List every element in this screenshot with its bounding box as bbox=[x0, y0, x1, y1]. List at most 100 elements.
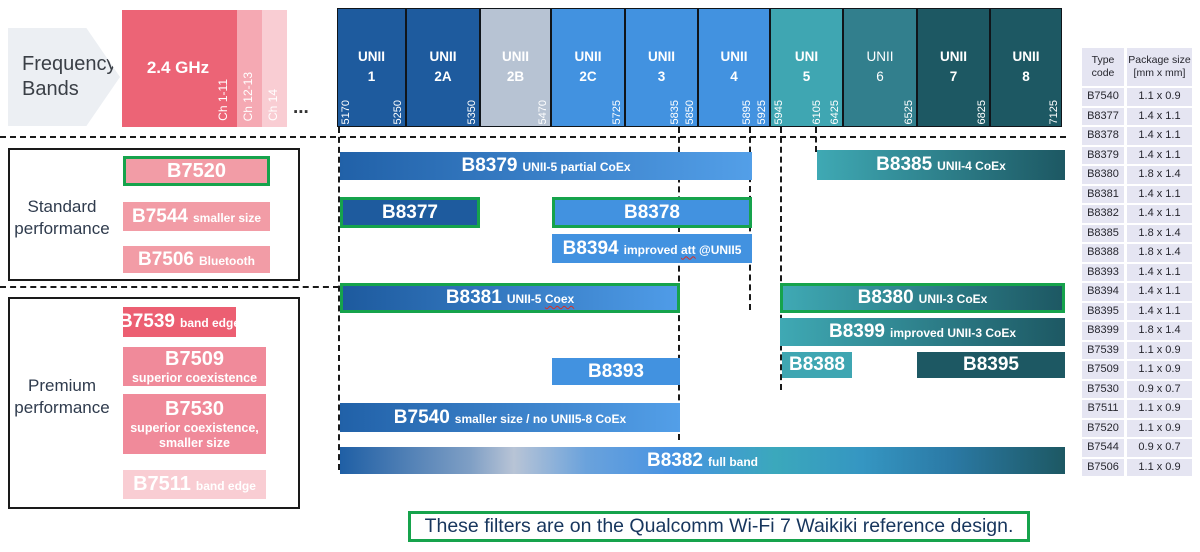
label-line: performance bbox=[14, 219, 110, 239]
type-code: B8395 bbox=[1082, 302, 1124, 320]
type-code: B7511 bbox=[1082, 400, 1124, 418]
filter-bar-b8393: B8393 bbox=[552, 358, 680, 385]
type-code: B8378 bbox=[1082, 127, 1124, 145]
note-part: UNII-5 bbox=[506, 292, 545, 306]
filter-name: B7544 bbox=[131, 205, 188, 227]
band-2-4ghz: 2.4 GHz Ch 1-11 Ch 12-13 Ch 14 bbox=[122, 10, 287, 127]
note-part: @UNII5 bbox=[695, 242, 742, 257]
filter-bar-b8395: B8395 bbox=[917, 352, 1065, 378]
type-code: B8388 bbox=[1082, 244, 1124, 262]
filter-name: B8393 bbox=[588, 360, 644, 382]
filter-note: band edge bbox=[195, 479, 256, 493]
filter-bar-b8379: B8379 UNII-5 partial CoEx bbox=[340, 152, 752, 180]
note-part-misspelled: Coex bbox=[544, 292, 575, 306]
band-name: UNII bbox=[720, 49, 748, 64]
type-code: B7544 bbox=[1082, 439, 1124, 457]
band-number: 5 bbox=[802, 69, 811, 85]
filter-name: B8382 bbox=[647, 449, 703, 471]
header-line: Type bbox=[1091, 53, 1115, 66]
type-code: B7509 bbox=[1082, 361, 1124, 379]
band-unii-1: UNII 1 5170 5250 bbox=[337, 8, 406, 127]
freq-label: 5250 bbox=[392, 99, 404, 124]
filter-note: UNII-4 CoEx bbox=[937, 159, 1006, 173]
package-size: 1.4 x 1.1 bbox=[1127, 263, 1192, 281]
header-line: code bbox=[1091, 67, 1115, 79]
filter-bar-b8382: B8382 full band bbox=[340, 447, 1065, 474]
filter-note: smaller size / no UNII5-8 CoEx bbox=[454, 411, 627, 426]
header-package-size: Package size[mm x mm] bbox=[1127, 48, 1192, 86]
label-line: performance bbox=[14, 398, 110, 418]
freq-label: 6105 bbox=[811, 99, 823, 124]
label-line: Premium bbox=[27, 376, 96, 395]
type-code: B8394 bbox=[1082, 283, 1124, 301]
package-size: 1.4 x 1.1 bbox=[1127, 205, 1192, 223]
freq-label: 5945 bbox=[773, 99, 785, 124]
band-name: UNII bbox=[866, 49, 894, 64]
package-size: 1.1 x 0.9 bbox=[1127, 419, 1192, 437]
package-size: 1.1 x 0.9 bbox=[1127, 88, 1192, 106]
note-part-misspelled: att bbox=[680, 242, 696, 257]
freq-label: 6425 bbox=[829, 99, 841, 124]
band-name: UNII bbox=[940, 49, 967, 64]
channel-1-11-label: Ch 1-11 bbox=[216, 79, 230, 121]
frequency-bands-label: Frequency Bands bbox=[22, 53, 117, 100]
filter-note: full band bbox=[708, 454, 758, 469]
filter-name: B7540 bbox=[393, 406, 450, 428]
freq-label: 6825 bbox=[976, 99, 988, 124]
filter-name: B7506 bbox=[138, 248, 194, 270]
dashed-guide-5170 bbox=[338, 127, 340, 470]
filter-note: UNII-5 partial CoEx bbox=[522, 160, 631, 174]
filter-name: B8385 bbox=[876, 154, 933, 175]
filter-name: B8378 bbox=[624, 201, 680, 223]
header-line: [mm x mm] bbox=[1133, 67, 1186, 79]
type-code: B7530 bbox=[1082, 380, 1124, 398]
filter-name: B7509 bbox=[165, 347, 224, 370]
band-number: 2B bbox=[506, 69, 525, 85]
dashed-separator-top bbox=[0, 136, 1066, 138]
filter-note: UNII-5 Coex bbox=[507, 292, 574, 306]
type-code: B8393 bbox=[1082, 263, 1124, 281]
band-2-4ghz-label: 2.4 GHz bbox=[146, 58, 210, 77]
filter-name: B8394 bbox=[562, 237, 619, 259]
package-size: 1.4 x 1.1 bbox=[1127, 146, 1192, 164]
freq-label: 5850 bbox=[684, 99, 696, 124]
freq-label: 5725 bbox=[611, 99, 623, 124]
band-2-4ghz-ch12-13-segment bbox=[237, 10, 262, 127]
band-number: 6 bbox=[876, 69, 884, 85]
band-name: UNII bbox=[502, 49, 529, 64]
filter-name: B8379 bbox=[461, 155, 518, 176]
band-name: UNII bbox=[574, 49, 602, 64]
package-size: 1.4 x 1.1 bbox=[1127, 127, 1192, 145]
band-name: UNII bbox=[358, 49, 385, 64]
band-number: 1 bbox=[367, 69, 376, 85]
package-size: 1.1 x 0.9 bbox=[1127, 458, 1192, 476]
filter-bar-b7509: B7509 superior coexistence bbox=[123, 347, 266, 386]
freq-label: 5895 bbox=[741, 99, 753, 124]
freq-label: 5170 bbox=[340, 99, 352, 124]
filter-note: improved UNII-3 CoEx bbox=[889, 326, 1017, 340]
dashed-separator-sections bbox=[0, 286, 339, 288]
package-size: 1.8 x 1.4 bbox=[1127, 244, 1192, 262]
filter-name: B7530 bbox=[165, 398, 224, 421]
dashed-guide-5945 bbox=[780, 127, 782, 390]
type-code: B8381 bbox=[1082, 185, 1124, 203]
package-size: 1.8 x 1.4 bbox=[1127, 224, 1192, 242]
premium-performance-label: Premium performance bbox=[9, 375, 115, 419]
